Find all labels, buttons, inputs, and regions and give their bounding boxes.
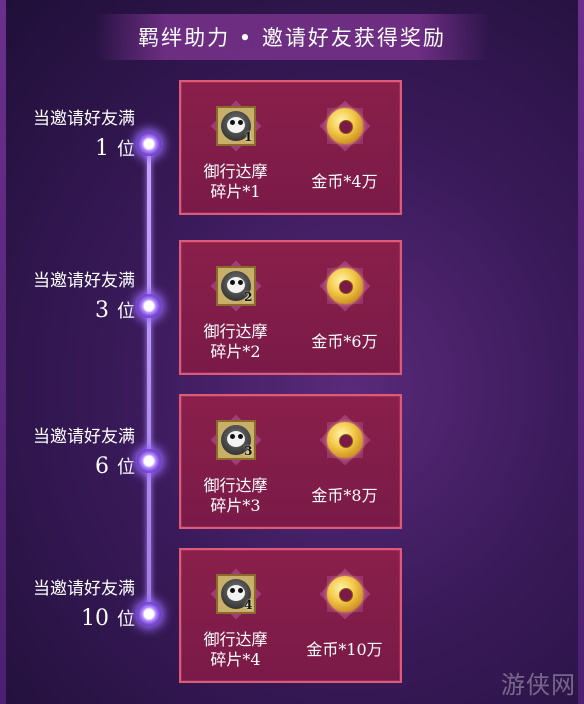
daruma-icon: 3 bbox=[215, 420, 256, 460]
page-title: 羁绊助力 • 邀请好友获得奖励 bbox=[138, 26, 446, 50]
condition-label: 当邀请好友满 bbox=[33, 579, 135, 599]
reward-name: 御行达摩 bbox=[203, 162, 268, 181]
fragment-badge: 2 bbox=[244, 290, 253, 304]
count-unit: 位 bbox=[117, 457, 135, 478]
right-edge-decoration bbox=[578, 0, 584, 704]
site-watermark: 游侠网 bbox=[501, 671, 576, 699]
condition-label: 当邀请好友满 bbox=[33, 427, 135, 447]
reward-label: 金币*4万 bbox=[311, 172, 378, 191]
reward-tier-4: 当邀请好友满 10 位 4 御行达摩 碎片*4 bbox=[0, 548, 584, 688]
reward-quantity: 碎片*1 bbox=[210, 182, 261, 201]
coin-shape bbox=[326, 576, 363, 612]
condition-label: 当邀请好友满 bbox=[33, 271, 135, 291]
title-banner: 羁绊助力 • 邀请好友获得奖励 bbox=[95, 14, 489, 60]
daruma-icon: 2 bbox=[215, 266, 256, 306]
daruma-eye bbox=[229, 434, 235, 439]
gold-coin-icon bbox=[319, 260, 371, 312]
condition-label: 当邀请好友满 bbox=[33, 109, 135, 129]
daruma-fragment-icon: 2 bbox=[210, 260, 262, 312]
reward-quantity: 碎片*4 bbox=[210, 650, 261, 669]
reward-item-fragment[interactable]: 3 御行达摩 碎片*3 bbox=[181, 396, 290, 527]
fragment-badge: 4 bbox=[244, 598, 253, 612]
timeline-node bbox=[137, 132, 161, 156]
daruma-fragment-icon: 1 bbox=[210, 100, 262, 152]
daruma-eye bbox=[229, 588, 235, 593]
fragment-badge: 3 bbox=[244, 444, 253, 458]
timeline-node bbox=[137, 449, 161, 473]
gold-coin-icon bbox=[319, 414, 371, 466]
reward-label: 御行达摩 碎片*2 bbox=[181, 322, 290, 362]
daruma-fragment-icon: 3 bbox=[210, 414, 262, 466]
coin-hole bbox=[338, 434, 353, 448]
reward-item-fragment[interactable]: 4 御行达摩 碎片*4 bbox=[181, 550, 290, 681]
reward-label: 金币*10万 bbox=[306, 640, 383, 659]
fragment-badge: 1 bbox=[244, 130, 253, 144]
reward-item-fragment[interactable]: 1 御行达摩 碎片*1 bbox=[181, 82, 290, 213]
coin-hole bbox=[338, 280, 353, 294]
reward-name: 御行达摩 bbox=[203, 476, 268, 495]
reward-card: 2 御行达摩 碎片*2 金币*6万 bbox=[179, 240, 402, 375]
reward-quantity: 碎片*3 bbox=[210, 496, 261, 515]
reward-label: 金币*6万 bbox=[311, 332, 378, 351]
reward-label: 金币*8万 bbox=[311, 486, 378, 505]
reward-card: 3 御行达摩 碎片*3 金币*8万 bbox=[179, 394, 402, 529]
gold-coin-icon bbox=[319, 568, 371, 620]
friend-count: 6 bbox=[95, 454, 109, 479]
daruma-eye bbox=[237, 120, 243, 125]
daruma-eye bbox=[237, 588, 243, 593]
reward-item-coins[interactable]: 金币*10万 bbox=[290, 550, 399, 681]
reward-quantity: 碎片*2 bbox=[210, 342, 261, 361]
left-edge-decoration bbox=[0, 0, 6, 704]
reward-item-coins[interactable]: 金币*8万 bbox=[290, 396, 399, 527]
daruma-icon: 4 bbox=[215, 574, 256, 614]
count-unit: 位 bbox=[117, 139, 135, 160]
condition-count: 10 位 bbox=[10, 605, 135, 631]
count-unit: 位 bbox=[117, 301, 135, 322]
coin-shape bbox=[326, 268, 363, 304]
tier-condition: 当邀请好友满 10 位 bbox=[10, 574, 135, 631]
gold-coin-icon bbox=[319, 100, 371, 152]
reward-name: 御行达摩 bbox=[203, 322, 268, 341]
reward-item-coins[interactable]: 金币*4万 bbox=[290, 82, 399, 213]
friend-count: 10 bbox=[81, 606, 109, 631]
friend-count: 1 bbox=[95, 136, 109, 161]
reward-card: 1 御行达摩 碎片*1 金币*4万 bbox=[179, 80, 402, 215]
daruma-eye bbox=[237, 434, 243, 439]
reward-label: 御行达摩 碎片*3 bbox=[181, 476, 290, 516]
coin-hole bbox=[338, 588, 353, 602]
count-unit: 位 bbox=[117, 609, 135, 630]
reward-name: 御行达摩 bbox=[203, 630, 268, 649]
coin-shape bbox=[326, 108, 363, 144]
reward-item-fragment[interactable]: 2 御行达摩 碎片*2 bbox=[181, 242, 290, 373]
coin-shape bbox=[326, 422, 363, 458]
timeline-node bbox=[137, 294, 161, 318]
coin-hole bbox=[338, 120, 353, 134]
daruma-eye bbox=[237, 280, 243, 285]
daruma-eye bbox=[229, 120, 235, 125]
reward-label: 御行达摩 碎片*1 bbox=[181, 162, 290, 202]
reward-item-coins[interactable]: 金币*6万 bbox=[290, 242, 399, 373]
daruma-eye bbox=[229, 280, 235, 285]
friend-count: 3 bbox=[95, 298, 109, 323]
reward-label: 御行达摩 碎片*4 bbox=[181, 630, 290, 670]
timeline-node bbox=[137, 602, 161, 626]
daruma-icon: 1 bbox=[215, 106, 256, 146]
timeline-line bbox=[147, 143, 151, 615]
reward-card: 4 御行达摩 碎片*4 金币*10万 bbox=[179, 548, 402, 683]
daruma-fragment-icon: 4 bbox=[210, 568, 262, 620]
